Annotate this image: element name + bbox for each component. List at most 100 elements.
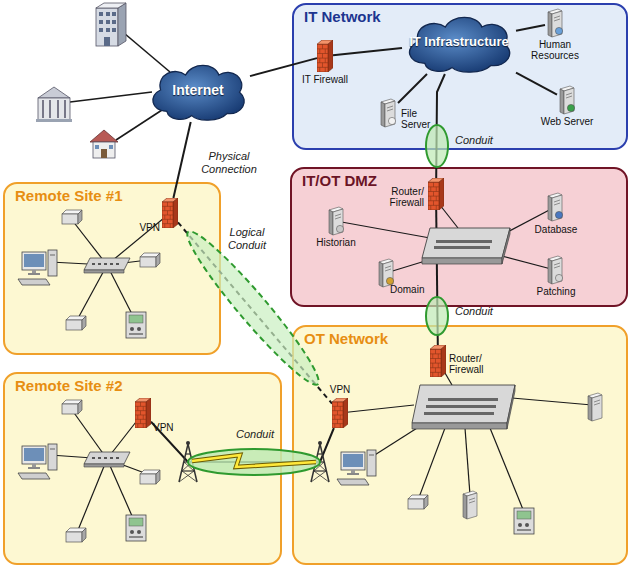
house-building [101, 149, 107, 158]
vpn-firewall-icon: VPN [162, 198, 178, 228]
server-symbol [329, 210, 333, 235]
server-icon: Database [545, 192, 565, 222]
office-building [112, 20, 116, 24]
server-icon: Patching [545, 255, 565, 285]
server-symbol [545, 8, 565, 38]
firewall-symbol [432, 354, 433, 359]
bank-building [64, 100, 66, 118]
firewall-symbol [334, 415, 335, 419]
icon-label: Human Resources [525, 39, 585, 61]
server-symbol [552, 11, 562, 37]
icon-label: Patching [531, 286, 581, 297]
server-symbol [333, 209, 343, 235]
firewall-symbol [332, 402, 343, 428]
office-building [96, 3, 126, 46]
office-building [118, 3, 126, 46]
server-symbol [545, 192, 565, 222]
firewall-symbol [322, 63, 323, 68]
server-symbol [376, 258, 396, 288]
firewall-symbol [137, 424, 138, 428]
server-symbol [388, 117, 395, 124]
house-building [90, 130, 118, 142]
firewall-symbol [322, 54, 323, 59]
firewall-symbol [428, 205, 439, 206]
firewall-symbol [170, 206, 171, 210]
firewall-icon: IT Firewall [317, 40, 333, 72]
firewall-symbol [439, 178, 444, 210]
network-zone: OT NetworkRouter/ FirewallVPN [292, 325, 628, 565]
firewall-symbol [430, 353, 441, 354]
firewall-symbol [430, 196, 431, 201]
firewall-symbol [340, 415, 341, 419]
vpn-firewall-icon: VPN [332, 398, 348, 428]
firewall-symbol [170, 224, 171, 228]
firewall-symbol [143, 406, 144, 410]
server-symbol [560, 89, 564, 114]
zone-title: Remote Site #1 [15, 187, 123, 204]
server-symbol [387, 109, 393, 111]
icon-label: Historian [312, 237, 360, 248]
firewall-symbol [433, 192, 434, 197]
icon-label: Database [531, 224, 581, 235]
firewall-icon: Router/ Firewall [430, 345, 446, 377]
firewall-symbol [135, 402, 146, 428]
zone-title: IT Network [304, 8, 381, 25]
icon-label: Router/ Firewall [449, 353, 499, 375]
vpn-firewall-icon: VPN [135, 398, 151, 428]
conduit-note: Conduit [455, 134, 505, 147]
firewall-symbol [319, 49, 320, 54]
server-symbol [552, 195, 562, 221]
firewall-symbol [146, 398, 151, 428]
house-building [90, 130, 118, 158]
server-symbol [555, 27, 562, 34]
bank-building [49, 100, 51, 118]
firewall-symbol [162, 202, 173, 228]
server-symbol [336, 225, 343, 232]
firewall-symbol [430, 363, 441, 364]
office-building [106, 28, 110, 32]
firewall-symbol [332, 406, 343, 407]
firewall-symbol [140, 411, 141, 415]
firewall-symbol [137, 415, 138, 419]
server-symbol [567, 104, 574, 111]
conduit-note: Logical Conduit [222, 226, 272, 252]
firewall-symbol [343, 398, 348, 428]
server-symbol [554, 19, 560, 21]
firewall-symbol [438, 363, 439, 368]
firewall-symbol [135, 406, 146, 407]
internet-links [118, 28, 170, 72]
server-icon: Historian [326, 206, 346, 236]
bank-building [42, 100, 44, 118]
internet-links [116, 110, 162, 140]
icon-label: IT Firewall [295, 74, 355, 85]
server-symbol [326, 206, 346, 236]
server-symbol [386, 277, 393, 284]
server-symbol [385, 101, 395, 127]
firewall-symbol [322, 44, 323, 49]
server-symbol [554, 200, 560, 202]
server-symbol [385, 269, 391, 271]
conduit-note: Conduit [455, 305, 505, 318]
firewall-symbol [319, 67, 320, 72]
firewall-symbol [140, 402, 141, 406]
icon-label: VPN [130, 222, 160, 233]
cloud-label: Internet [150, 83, 246, 98]
server-icon: Domain [376, 258, 396, 288]
firewall-symbol [435, 359, 436, 364]
site-zone: Remote Site #2VPN [3, 372, 282, 565]
firewall-symbol [164, 224, 165, 228]
firewall-symbol [143, 424, 144, 428]
firewall-symbol [428, 196, 439, 197]
server-symbol [379, 262, 383, 287]
cloud-shape [410, 17, 510, 72]
server-symbol [555, 211, 562, 218]
bank-building [36, 87, 72, 122]
firewall-symbol [438, 372, 439, 377]
server-symbol [554, 263, 560, 265]
server-icon: Web Server [557, 85, 577, 115]
firewall-symbol [162, 206, 173, 207]
office-building [112, 12, 116, 16]
server-icon: File Server [378, 98, 398, 128]
server-symbol [335, 217, 341, 219]
firewall-symbol [428, 182, 439, 210]
